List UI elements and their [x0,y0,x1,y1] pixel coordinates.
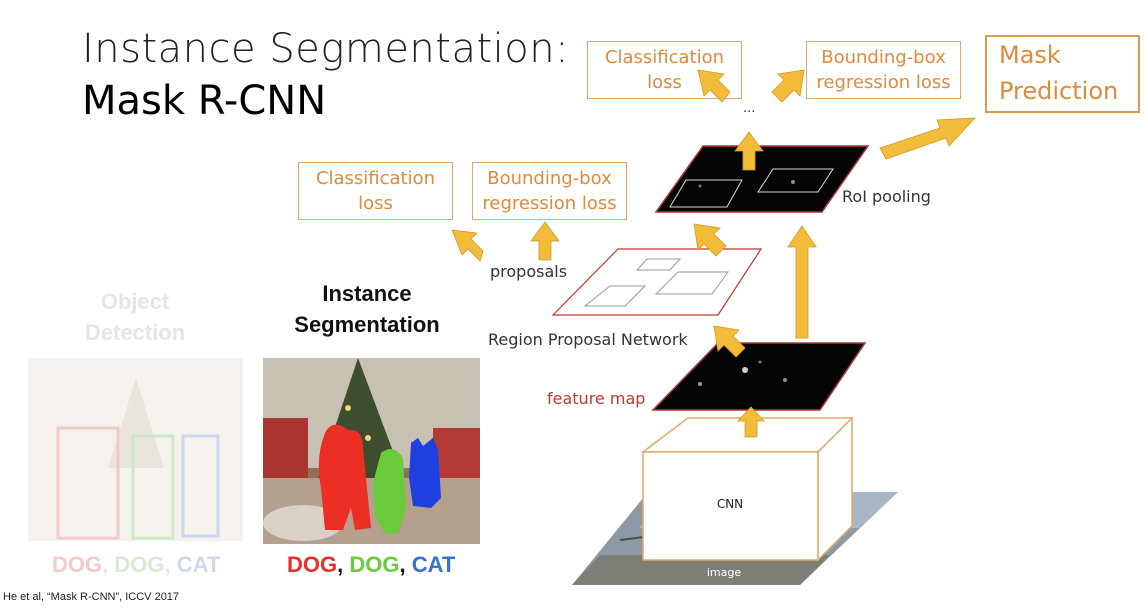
object-detection-image [28,358,243,541]
arrow-to-mask [879,117,976,160]
caption-dog1: DOG [287,552,338,577]
arrow-to-top-cls [697,69,731,103]
faded-caption-sep1: , [102,552,115,577]
instance-segmentation-caption: DOG, DOG, CAT [287,552,455,578]
caption-sep2: , [399,552,412,577]
faded-caption-cat: CAT [176,552,221,577]
roi-pooling-label: RoI pooling [842,187,931,206]
mid-bbox-regression-loss-box: Bounding-box regression loss [472,162,627,220]
caption-dog2: DOG [349,552,400,577]
caption-cat: CAT [411,552,456,577]
rpn-label: Region Proposal Network [488,330,688,349]
slide-title-line2: Mask R-CNN [82,78,327,124]
mid-classification-loss-box: Classification loss [298,162,453,220]
mask-prediction-box: Mask Prediction [985,35,1140,113]
slide-title-line1: Instance Segmentation: [82,26,570,72]
proposals-label: proposals [490,262,568,281]
cnn-label: CNN [717,497,743,511]
caption-sep1: , [337,552,350,577]
arrow-to-mid-bbox [530,221,560,261]
arrow-roi-up [734,131,764,171]
arrow-to-top-bbox [771,69,805,103]
arrow-feature-to-roi [787,225,817,339]
faded-caption-sep2: , [164,552,177,577]
instance-segmentation-title: Instance Segmentation [294,281,440,337]
arrow-rpn-to-roi [693,223,727,257]
faded-caption-dog2: DOG [114,552,165,577]
region-proposal-plane [551,248,763,316]
arrow-cnn-to-feature [737,406,765,438]
top-classification-loss-box: Classification loss [587,41,742,99]
arrow-to-mid-cls [451,229,484,262]
object-detection-title: Object Detection [84,289,186,345]
feature-map-label: feature map [547,389,646,408]
top-bbox-regression-loss-box: Bounding-box regression loss [806,41,961,99]
flow-arrows [451,69,976,438]
ellipsis-label: ... [743,101,756,116]
roi-feature-map [654,145,870,213]
object-detection-caption: DOG, DOG, CAT [52,552,220,578]
citation: He et al, “Mask R-CNN”, ICCV 2017 [3,591,180,603]
instance-segmentation-image [263,358,480,544]
arrow-feature-to-rpn [713,325,746,358]
faded-caption-dog1: DOG [52,552,103,577]
feature-map [651,342,867,411]
cnn-block: CNN [640,416,854,562]
image-label: image [707,566,741,579]
